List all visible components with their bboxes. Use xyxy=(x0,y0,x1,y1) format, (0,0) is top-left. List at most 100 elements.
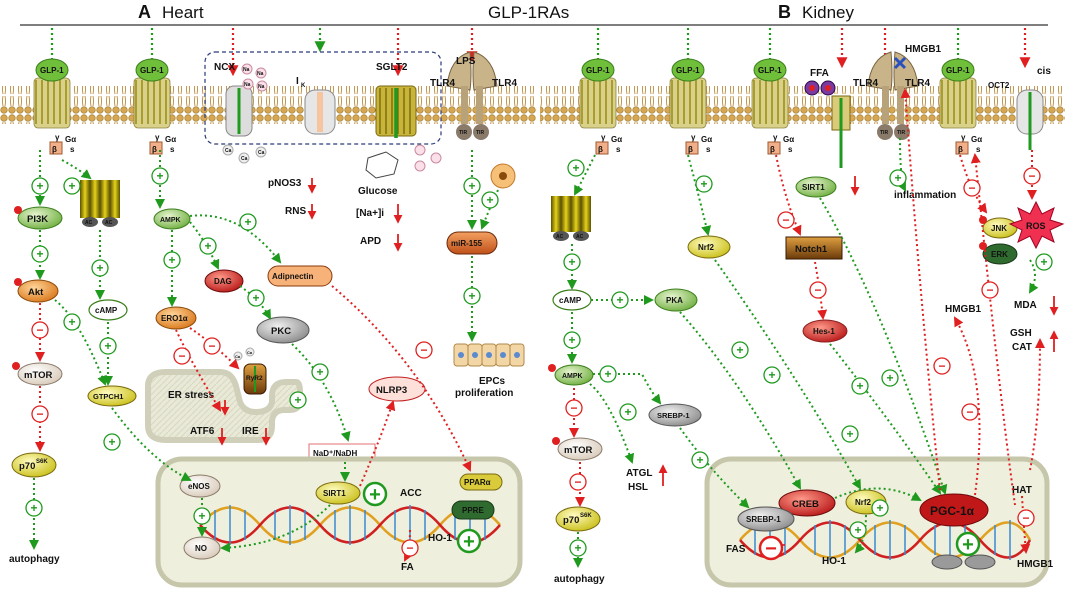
glp1-label: GLP-1 xyxy=(946,66,970,75)
enos-node: eNOS xyxy=(179,474,221,498)
inhibition-badge xyxy=(173,347,191,365)
sglt2-label: SGLT2 xyxy=(376,62,408,73)
sirt1-kidney-node: SIRT1 xyxy=(795,176,837,198)
activation-badge xyxy=(691,451,709,469)
glp1-receptor-kidney-4: GLP-1 γ β Gα s xyxy=(939,58,982,155)
gamma-label: γ xyxy=(55,133,60,142)
p70s6k-kidney-node: p70 S6K xyxy=(555,506,601,532)
large-activation-sign: + xyxy=(369,484,381,506)
ca-label: Ca xyxy=(225,148,232,154)
heart-effect-arrows xyxy=(217,400,271,446)
mitochondria-icon xyxy=(931,554,996,570)
activation-badge xyxy=(463,177,481,195)
hes1-label: Hes-1 xyxy=(813,327,835,336)
erk-label: ERK xyxy=(991,250,1008,259)
panel-a-letter: A xyxy=(138,2,151,22)
mtor-node: mTOR xyxy=(12,362,63,386)
activation-sign: + xyxy=(768,368,775,382)
activation-sign: + xyxy=(1040,255,1047,269)
srebp1-kidney-node: SREBP-1 xyxy=(648,403,702,427)
gamma-label: γ xyxy=(155,133,160,142)
heart-membrane xyxy=(0,86,536,124)
rns-label: RNS xyxy=(285,206,306,217)
mtor-label: mTOR xyxy=(24,370,52,381)
activation-sign: + xyxy=(854,523,861,537)
glp1-label: GLP-1 xyxy=(586,66,610,75)
glp1-receptor-heart-2: GLP-1 γ β Gα s xyxy=(133,58,176,155)
inhibition-badge xyxy=(933,357,951,375)
tir-label: TIR xyxy=(880,130,888,136)
activation-badge xyxy=(851,377,869,395)
activation-sign: + xyxy=(36,247,43,261)
ros-burst: ROS xyxy=(1008,200,1065,250)
p70-label: p70 xyxy=(563,515,579,526)
notch1-node: Notch1 xyxy=(785,236,843,260)
adiponectin-label: Adipnectin xyxy=(272,272,313,281)
activation-badge xyxy=(193,507,211,525)
creb-label: CREB xyxy=(792,499,819,510)
atf6-label: ATF6 xyxy=(190,426,215,437)
gamma-label: γ xyxy=(691,133,696,142)
activation-sign: + xyxy=(604,367,611,381)
large-activation-badge xyxy=(456,528,482,554)
large-activation-badge xyxy=(955,531,981,557)
activation-sign: + xyxy=(252,291,259,305)
activation-badge xyxy=(25,499,43,517)
galpha-s-label: s xyxy=(706,145,711,154)
activation-badge xyxy=(731,341,749,359)
camp-label: cAMP xyxy=(559,296,582,305)
acc-label: ACC xyxy=(400,488,422,499)
activation-badge xyxy=(91,259,109,277)
lps-label: LPS xyxy=(456,56,476,67)
apd-label: APD xyxy=(360,236,381,247)
panel-b-letter: B xyxy=(778,2,791,22)
ca-label: Ca xyxy=(241,156,248,162)
pgc1a-node: PGC-1α xyxy=(919,493,989,527)
ryr2-label: RyR2 xyxy=(246,375,263,382)
inhibition-badge xyxy=(415,341,433,359)
ac-heart: AC AC xyxy=(80,180,120,227)
activation-badge xyxy=(1035,253,1053,271)
nrf2-label: Nrf2 xyxy=(698,243,715,252)
activation-badge xyxy=(763,366,781,384)
cis-label: cis xyxy=(1037,66,1051,77)
lps-cell-icon xyxy=(490,163,516,189)
beta-label: β xyxy=(598,145,603,154)
nrf2-kidney-node: Nrf2 xyxy=(687,235,731,259)
galpha-s-label: s xyxy=(616,145,621,154)
camp-heart-node: cAMP xyxy=(88,299,128,321)
activation-sign: + xyxy=(696,453,703,467)
heart-ho1-label: HO-1 xyxy=(428,533,452,544)
tlr4-receptor-heart: TIR TIR TLR4 TLR4 LPS xyxy=(430,51,517,140)
akt-label: Akt xyxy=(28,287,44,298)
nlrp3-label: NLRP3 xyxy=(376,385,407,396)
erk-node: ERK xyxy=(979,242,1018,265)
ampk-kidney-node: AMPK xyxy=(548,364,594,386)
activation-sign: + xyxy=(846,427,853,441)
inhibition-sign: − xyxy=(968,181,975,195)
activation-sign: + xyxy=(204,239,211,253)
glp1-receptor-kidney-1: GLP-1 γ β Gα s xyxy=(579,58,622,155)
hsl-label: HSL xyxy=(628,482,648,493)
camp-label: cAMP xyxy=(95,306,118,315)
inhibition-sign: − xyxy=(208,339,215,353)
hes1-node: Hes-1 xyxy=(802,319,848,343)
large-activation-badge xyxy=(362,481,388,507)
gtpch1-node: GTPCH1 xyxy=(87,385,137,407)
pkc-node: PKC xyxy=(256,316,310,344)
dag-node: DAG xyxy=(204,269,244,293)
nlrp3-node: NLRP3 xyxy=(368,376,426,402)
ampk-heart-node: AMPK xyxy=(153,208,191,230)
galpha-s-label: s xyxy=(70,145,75,154)
na-label: Na xyxy=(243,67,250,73)
activation-badge xyxy=(463,287,481,305)
ac-kidney: AC AC xyxy=(551,196,591,241)
inhibition-badge xyxy=(565,399,583,417)
activation-sign: + xyxy=(68,179,75,193)
tir-label: TIR xyxy=(897,130,905,136)
activation-badge xyxy=(563,253,581,271)
activation-sign: + xyxy=(624,405,631,419)
fa-label: FA xyxy=(401,562,414,573)
mtor-label: mTOR xyxy=(564,445,592,456)
inhibition-badge xyxy=(569,473,587,491)
